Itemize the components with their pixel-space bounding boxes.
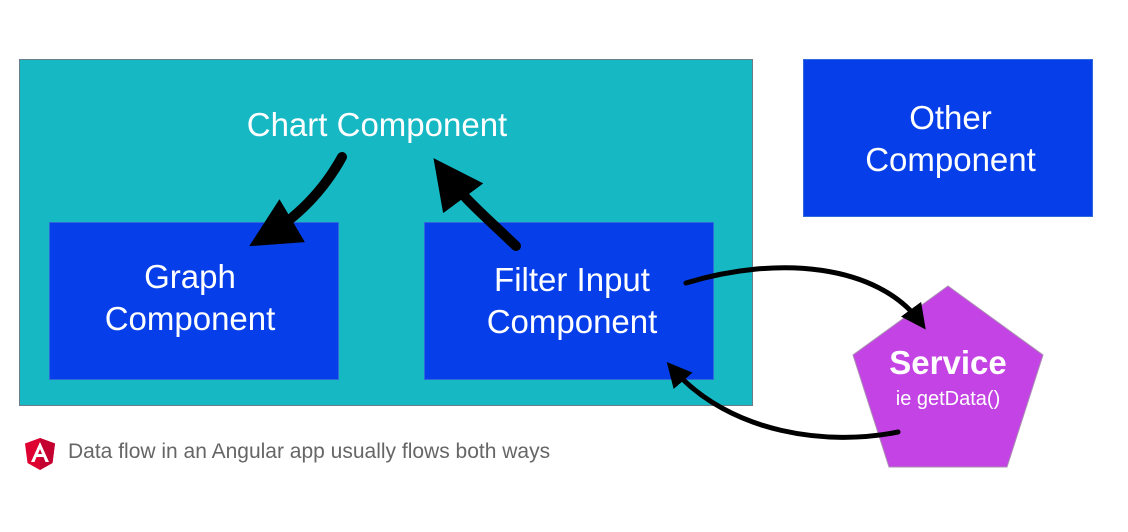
- service-pentagon: [852, 285, 1044, 468]
- filter-to-service-arrow: [683, 265, 926, 330]
- service-to-filter-arrow: [666, 361, 901, 440]
- chart-component-label: Chart Component: [246, 106, 508, 143]
- other-component-box: [803, 59, 1093, 217]
- filter-label-line1: Filter Input: [494, 261, 650, 298]
- filter-input-component-box: [424, 222, 714, 380]
- graph-label-line2: Component: [104, 300, 276, 337]
- graph-label-line1: Graph: [144, 258, 236, 295]
- graph-component-label: Graph Component: [49, 256, 331, 340]
- chart-to-graph-arrow: [249, 152, 347, 247]
- service-subtitle: ie getData(): [895, 388, 1001, 410]
- other-component-label: Other Component: [803, 97, 1098, 181]
- other-label-line1: Other: [909, 99, 992, 136]
- filter-input-component-label: Filter Input Component: [424, 259, 720, 343]
- caption-text: Data flow in an Angular app usually flow…: [68, 440, 551, 463]
- angular-logo-icon: [25, 438, 55, 470]
- service-title: Service: [889, 344, 1007, 381]
- filter-to-chart-arrow: [433, 158, 521, 251]
- graph-component-box: [49, 222, 339, 380]
- other-label-line2: Component: [865, 141, 1036, 178]
- filter-label-line2: Component: [486, 303, 658, 340]
